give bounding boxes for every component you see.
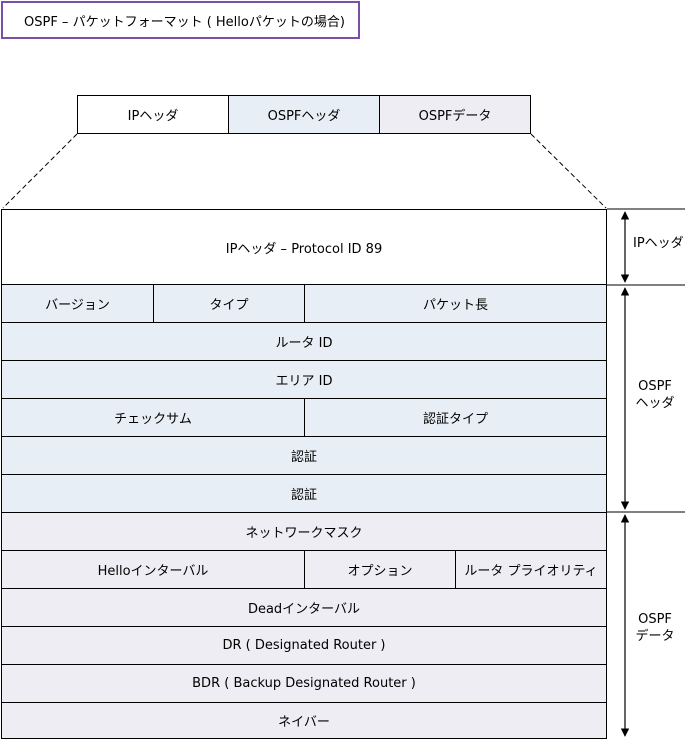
network-mask-field: ネットワークマスク [1,512,607,551]
router-priority-field: ルータ プライオリティ [455,550,607,589]
authentication-field-1: 認証 [1,436,607,475]
dead-interval-field: Deadインターバル [1,588,607,627]
version-field: バージョン [1,284,154,323]
area-id-field: エリア ID [1,360,607,399]
designated-router-field: DR ( Designated Router ) [1,626,607,665]
neighbor-field: ネイバー [1,702,607,739]
checksum-field: チェックサム [1,398,305,437]
ip-header-row: IPヘッダ – Protocol ID 89 [1,209,607,285]
side-label-ospf-data-line1: OSPF [638,612,672,627]
side-label-ospf-header: OSPF ヘッダ [633,378,677,412]
side-label-ip-header: IPヘッダ [633,236,684,251]
packet-length-field: パケット長 [304,284,607,323]
expansion-line-right [530,133,607,209]
top-ospf-data-cell: OSPFデータ [379,95,531,134]
side-label-ospf-data-line2: データ [635,629,675,644]
backup-designated-router-field: BDR ( Backup Designated Router ) [1,664,607,703]
router-id-field: ルータ ID [1,322,607,361]
side-label-ospf-header-line1: OSPF [638,379,672,394]
options-field: オプション [304,550,456,589]
diagram-title: OSPF – パケットフォーマット ( Helloパケットの場合) [1,1,360,39]
expansion-line-left [2,133,78,209]
side-label-ospf-header-line2: ヘッダ [635,396,675,411]
hello-interval-field: Helloインターバル [1,550,305,589]
authentication-field-2: 認証 [1,474,607,513]
auth-type-field: 認証タイプ [304,398,607,437]
type-field: タイプ [153,284,305,323]
top-ip-header-cell: IPヘッダ [77,95,229,134]
side-label-ospf-data: OSPF データ [633,611,677,645]
top-ospf-header-cell: OSPFヘッダ [228,95,380,134]
